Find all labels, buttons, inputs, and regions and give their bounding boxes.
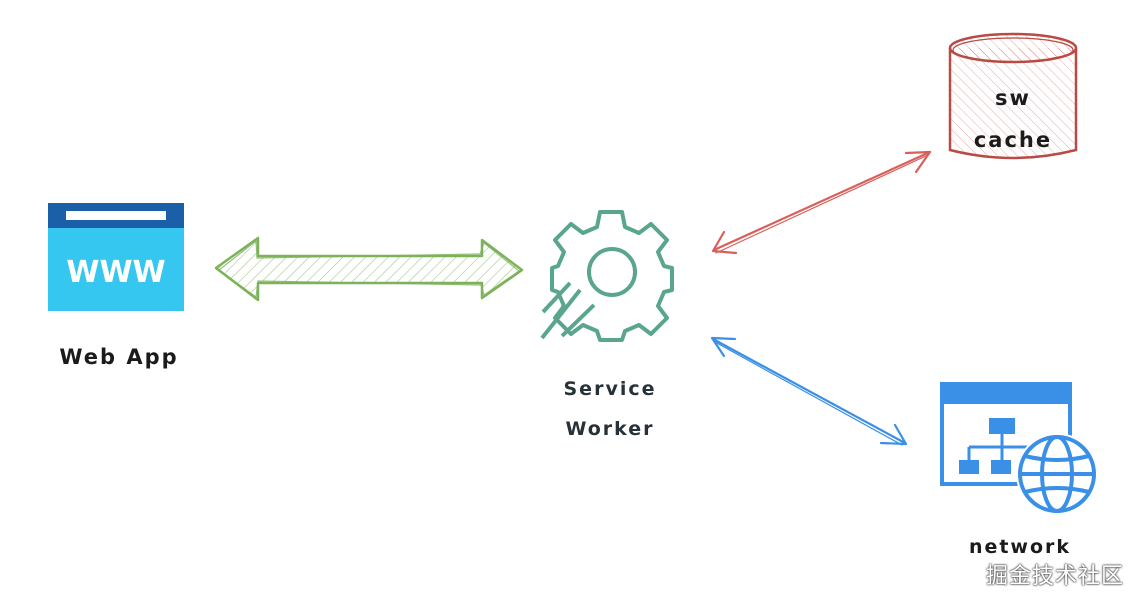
web-app-icon-text: WWW bbox=[66, 255, 165, 290]
webapp-sw-arrow bbox=[214, 236, 524, 302]
watermark: 掘金技术社区 bbox=[985, 564, 1124, 589]
service-worker-label-line1: Service bbox=[563, 378, 657, 400]
globe-icon bbox=[1018, 435, 1096, 513]
web-app-icon: WWW bbox=[48, 203, 184, 311]
service-worker-label-line2: Worker bbox=[565, 418, 655, 440]
network-label: network bbox=[968, 536, 1072, 558]
cache-label-line1: sw bbox=[995, 86, 1031, 110]
cache-label-line2: cache bbox=[973, 128, 1053, 152]
sw-cache-arrow bbox=[711, 150, 932, 255]
service-worker-gear-icon bbox=[540, 210, 674, 342]
sw-network-arrow bbox=[710, 336, 908, 446]
web-app-label: Web App bbox=[59, 345, 179, 369]
network-icon bbox=[940, 382, 1098, 515]
sw-cache-cylinder-icon bbox=[948, 32, 1078, 160]
